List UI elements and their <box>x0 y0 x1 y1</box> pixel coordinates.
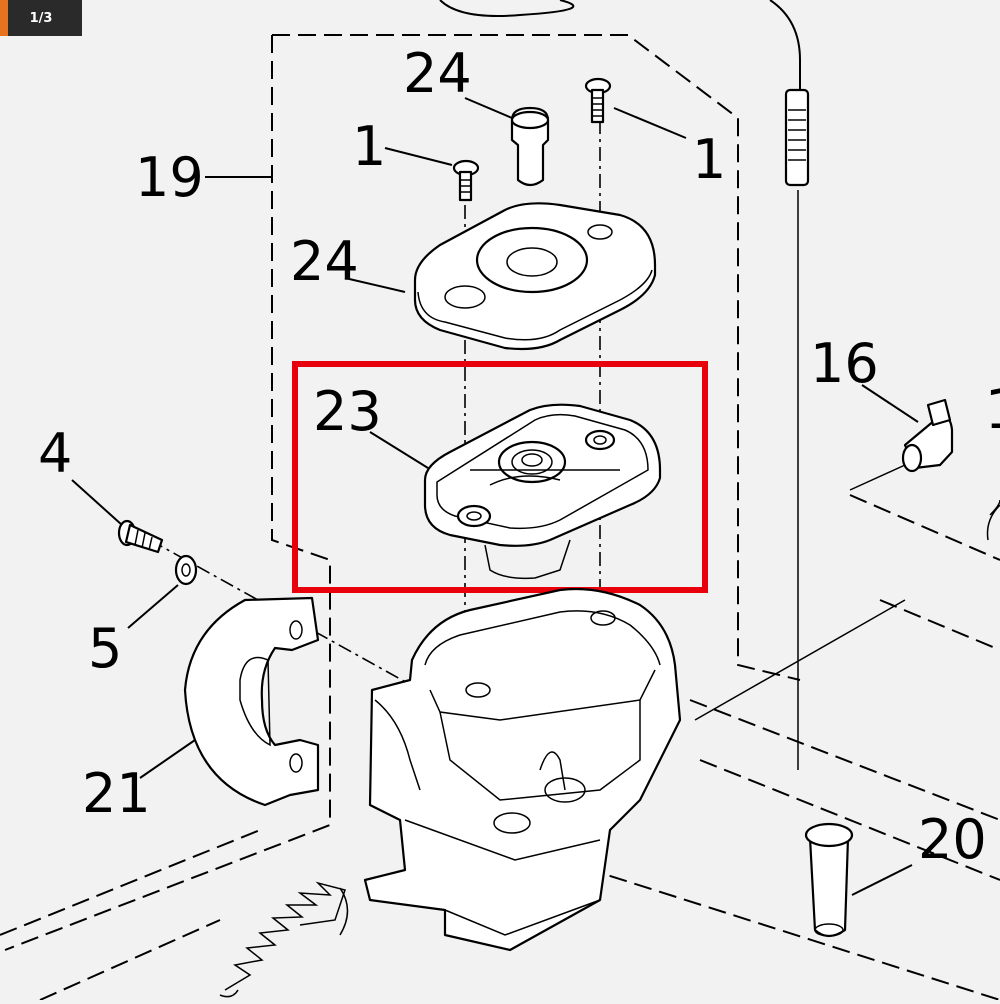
diaphragm-part-23 <box>425 405 660 579</box>
axis-line-right <box>695 190 905 770</box>
callout-21: 21 <box>82 762 151 825</box>
spring-part <box>220 883 348 997</box>
clamp-part-21 <box>185 598 318 805</box>
callout-1-edge: 1 <box>985 378 1000 441</box>
callout-24-plug: 24 <box>403 42 472 105</box>
brake-line <box>440 0 800 90</box>
leader-20 <box>852 865 912 895</box>
leader-1-right <box>614 108 686 138</box>
callout-23: 23 <box>313 380 382 443</box>
page-indicator-accent <box>0 0 8 36</box>
screw-part-1-right <box>586 79 610 122</box>
master-cylinder-body <box>365 589 680 950</box>
callout-19: 19 <box>135 146 204 209</box>
callout-16: 16 <box>810 332 879 395</box>
page-indicator[interactable]: 1/3 <box>0 0 82 36</box>
callout-24-cover: 24 <box>290 230 359 293</box>
leader-1-left <box>385 148 452 165</box>
reservoir-cover-part-24 <box>415 203 655 349</box>
callout-20: 20 <box>918 808 987 871</box>
washer-part-5 <box>176 556 196 584</box>
bleeder-part-16 <box>903 400 952 471</box>
screw-part-4 <box>119 521 162 552</box>
banjo-bolt <box>786 90 808 185</box>
lever-edge <box>988 500 1000 540</box>
callout-1-left: 1 <box>352 115 386 178</box>
callout-4: 4 <box>38 422 72 485</box>
plug-part-24 <box>512 108 548 185</box>
callout-1-right: 1 <box>692 128 726 191</box>
callout-5: 5 <box>88 617 122 680</box>
page-indicator-label: 1/3 <box>30 11 53 26</box>
pivot-pin-part-20 <box>806 824 852 936</box>
screw-part-1-left <box>454 161 478 200</box>
leader-4 <box>72 480 122 525</box>
leader-24-top <box>465 98 512 118</box>
leader-5 <box>128 585 178 628</box>
